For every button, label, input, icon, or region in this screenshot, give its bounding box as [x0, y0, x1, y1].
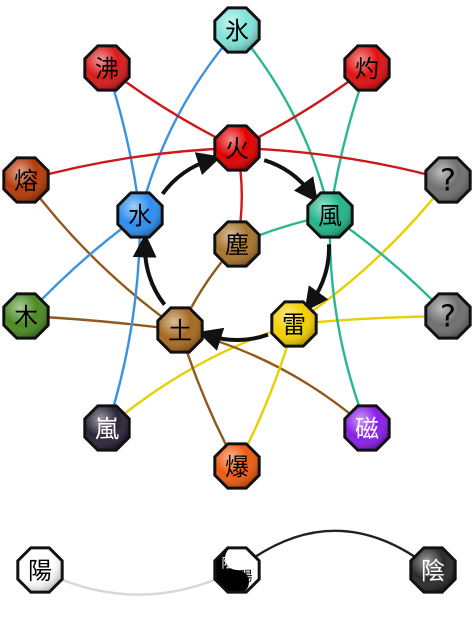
node-shine	[346, 47, 388, 89]
node-unknown-mid: ?	[424, 292, 472, 340]
connection-lava-fire	[25, 146, 238, 182]
node-lightning: 雷	[270, 300, 318, 348]
cycle-arrow-water-to-fire	[160, 152, 222, 196]
node-shine	[427, 159, 469, 201]
yin-label: 陰	[221, 557, 234, 572]
node-label: 木	[14, 303, 38, 331]
node-label: 土	[168, 317, 192, 345]
node-shape	[213, 546, 261, 594]
connection-storm-lightning	[106, 322, 295, 429]
element-nodes: 氷沸灼火熔?水風塵木?土雷嵐磁爆陽陰陰陽	[2, 6, 472, 594]
cycle-arrow-fire-to-wind	[263, 158, 318, 203]
node-shine	[86, 47, 128, 89]
connection-magnet-wind	[328, 214, 369, 429]
node-label: 磁	[355, 415, 379, 443]
node-shine	[427, 295, 469, 337]
node-shine	[216, 445, 258, 487]
node-yinyang: 陰陽	[213, 546, 261, 594]
connection-yin-yinyang	[236, 529, 434, 571]
node-shine	[309, 194, 351, 236]
node-shine	[119, 194, 161, 236]
node-shine	[159, 309, 201, 351]
node-label: 火	[225, 135, 249, 163]
node-label: 塵	[225, 231, 249, 259]
node-wood: 木	[2, 292, 50, 340]
node-yang: 陽	[16, 546, 64, 594]
node-label: 灼	[355, 55, 379, 83]
node-label: 氷	[225, 17, 249, 45]
connection-lines	[25, 29, 449, 596]
node-shine	[216, 127, 258, 169]
node-shine	[346, 407, 388, 449]
cycle-arrow-lightning-to-earth	[197, 327, 269, 351]
node-shine	[19, 549, 61, 591]
cycle-arrow-wind-to-lightning	[304, 244, 331, 312]
node-shine	[216, 9, 258, 51]
node-unknown-top: ?	[424, 156, 472, 204]
node-earth: 土	[156, 306, 204, 354]
node-magnet: 磁	[343, 404, 391, 452]
connection-magnet-earth	[179, 328, 368, 429]
node-label: 沸	[95, 55, 119, 83]
node-label: 熔	[14, 167, 38, 195]
node-scorch: 灼	[343, 44, 391, 92]
node-fire: 火	[213, 124, 261, 172]
node-shine	[216, 223, 258, 265]
node-shine	[412, 549, 454, 591]
node-label: 陰	[421, 557, 445, 585]
node-explosion: 爆	[213, 442, 261, 490]
node-shine	[5, 159, 47, 201]
node-boil: 沸	[83, 44, 131, 92]
node-label: 風	[318, 202, 342, 230]
node-wind: 風	[306, 191, 354, 239]
node-yin: 陰	[409, 546, 457, 594]
node-storm: 嵐	[83, 404, 131, 452]
connection-yang-yinyang	[39, 568, 238, 596]
node-lava: 熔	[2, 156, 50, 204]
node-label: ?	[440, 164, 456, 199]
connection-lava-earth	[25, 179, 181, 331]
node-label: 嵐	[95, 415, 119, 443]
cycle-arrows	[132, 152, 331, 351]
cycle-arrow-earth-to-water	[132, 233, 167, 306]
node-shine	[273, 303, 315, 345]
node-shine	[86, 407, 128, 449]
node-water: 水	[116, 191, 164, 239]
node-ice: 氷	[213, 6, 261, 54]
yang-lobe	[225, 547, 249, 570]
node-label: 陽	[28, 557, 52, 585]
yang-label: 陽	[239, 570, 252, 585]
yin-lobe	[225, 570, 249, 593]
node-label: ?	[440, 300, 456, 335]
node-shine	[5, 295, 47, 337]
node-label: 水	[128, 202, 152, 230]
node-label: 爆	[225, 453, 249, 481]
node-label: 雷	[282, 311, 306, 339]
node-dust: 塵	[213, 220, 261, 268]
connection-unknown_top-fire	[236, 146, 449, 182]
